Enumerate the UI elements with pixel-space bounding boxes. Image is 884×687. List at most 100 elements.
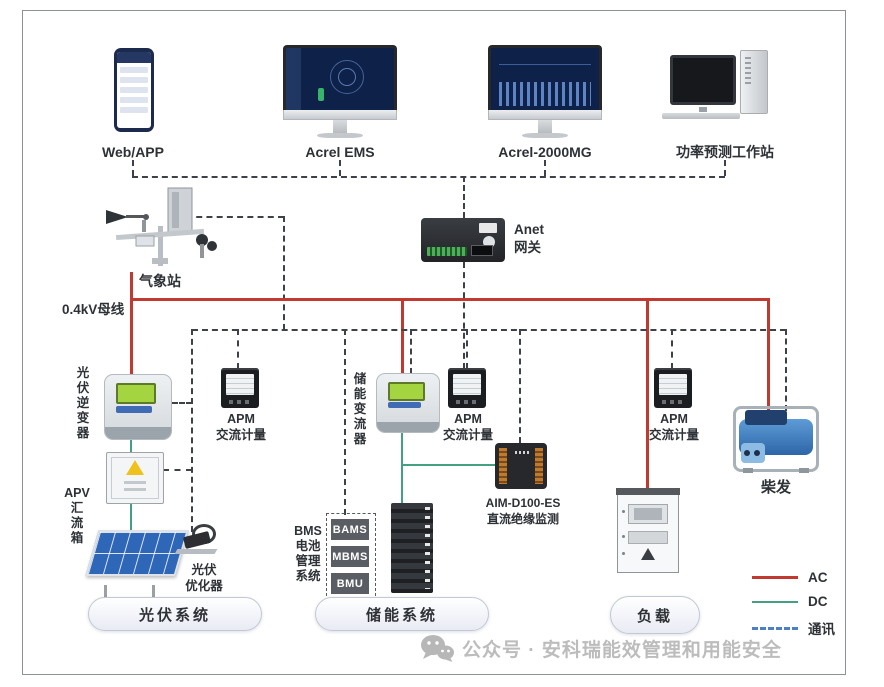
- pv-inverter-device: [104, 374, 172, 440]
- meter-display: [453, 374, 481, 395]
- acrel-ems-monitor: [283, 45, 397, 138]
- comm-drop-converter: [410, 329, 412, 374]
- cabinet-screw: [622, 510, 625, 513]
- screen-ring-deco: [330, 60, 364, 94]
- battery-rack-device: [391, 503, 433, 593]
- cabinet-screw: [622, 535, 625, 538]
- comm-drop-apm-ess: [466, 329, 468, 369]
- cabinet-screw: [622, 552, 625, 555]
- acrel-2000mg-monitor: [488, 45, 602, 138]
- dc-combiner-to-panels: [130, 500, 132, 534]
- comm-drop-gateway: [463, 176, 465, 218]
- phone-list-row: [120, 67, 148, 73]
- meter-buttons: [456, 400, 478, 404]
- monitor-screen: [488, 45, 602, 110]
- aim-led-dots: [515, 451, 529, 454]
- smartphone-device: [114, 48, 154, 132]
- comm-drop-apm-load: [671, 329, 673, 369]
- ac-busbar-stub: [130, 272, 133, 299]
- comm-weather-h: [186, 216, 284, 218]
- inverter-lcd: [116, 383, 156, 404]
- comm-weather-v: [283, 216, 285, 330]
- generator-frame: [733, 406, 819, 472]
- cabinet-panel: [628, 531, 668, 544]
- screen-sidebar-deco: [286, 48, 301, 110]
- ac-drop-pv-inverter: [130, 298, 133, 375]
- meter-display: [226, 374, 254, 395]
- legend-row-ac: AC: [752, 570, 828, 585]
- bms-unit-bams: BAMS: [331, 519, 369, 540]
- dc-branch-to-aim: [402, 464, 497, 466]
- ac-drop-ess-converter: [401, 298, 404, 375]
- ess-converter-device: [376, 373, 440, 433]
- label-ess-converter: 储 能 变 流 器: [353, 372, 367, 446]
- legend-row-dc: DC: [752, 594, 828, 609]
- weather-station-device: [98, 186, 226, 268]
- optimizer-plate: [174, 549, 218, 554]
- label-optimizer: 光伏 优化器: [185, 563, 223, 594]
- warning-triangle-icon: [126, 460, 144, 475]
- anet-gateway-device: [421, 218, 505, 262]
- solar-panel-face: [85, 530, 189, 576]
- generator-foot: [743, 468, 753, 473]
- comm-gateway-to-bus: [463, 262, 465, 369]
- gateway-sticker: [479, 223, 497, 233]
- comm-stub-webapp: [132, 160, 134, 176]
- label-acrel-2000mg: Acrel-2000MG: [498, 144, 592, 160]
- label-busbar: 0.4kV母线: [62, 302, 125, 317]
- apm-meter-ess: [448, 368, 486, 408]
- legend-ac-line-swatch: [752, 576, 798, 579]
- aim-terminal-strip: [535, 448, 543, 484]
- comm-drop-optimizer: [191, 329, 193, 532]
- label-aim: AIM-D100-ES 直流绝缘监测: [485, 496, 561, 526]
- workstation-stand: [699, 107, 707, 112]
- ess-system-pill: 储能系统: [315, 597, 489, 631]
- combiner-text-line: [123, 488, 147, 491]
- phone-app-header: [117, 52, 151, 63]
- phone-list-row: [120, 97, 148, 103]
- label-pv-inverter: 光 伏 逆 变 器: [76, 366, 90, 440]
- outer-frame-border: [22, 10, 846, 675]
- monitor-chin: [488, 110, 602, 120]
- legend-comm-label: 通讯: [808, 622, 835, 637]
- legend-dc-label: DC: [808, 594, 828, 609]
- phone-screen: [117, 52, 151, 128]
- cabinet-warning-icon: [641, 548, 655, 560]
- label-genset: 柴发: [760, 479, 791, 496]
- combiner-door: [111, 457, 159, 499]
- comm-drop-bms: [344, 329, 346, 515]
- aim-terminal-strip: [499, 448, 507, 484]
- gateway-ethernet-ports: [471, 245, 493, 256]
- monitor-base: [317, 133, 363, 138]
- comm-stub-ems: [339, 160, 341, 176]
- solar-panel-device: [82, 530, 189, 598]
- comm-drop-aim: [519, 329, 521, 443]
- combiner-text-line: [123, 481, 147, 484]
- meter-buttons: [229, 400, 251, 404]
- phone-list-row: [120, 77, 148, 83]
- comm-tap-inverter: [172, 402, 192, 404]
- solar-panel-leg: [152, 585, 155, 598]
- meter-display: [659, 374, 687, 395]
- generator-engine-block: [745, 410, 787, 425]
- legend-row-comm: 通讯: [752, 618, 835, 638]
- phone-list-row: [120, 87, 148, 93]
- comm-drop-genset: [785, 329, 787, 430]
- watermark: 公众号 · 安科瑞能效管理和用能安全: [420, 634, 782, 662]
- label-web-app: Web/APP: [102, 144, 164, 160]
- pv-system-pill: 光伏系统: [88, 597, 262, 631]
- monitor-stand: [333, 120, 347, 133]
- workstation-monitor: [670, 55, 736, 105]
- legend-dc-line-swatch: [752, 600, 798, 603]
- load-pill: 负载: [610, 596, 700, 634]
- meter-buttons: [662, 400, 684, 404]
- ac-drop-load: [646, 298, 649, 492]
- cabinet-top-bar: [616, 488, 680, 495]
- watermark-text: 公众号 · 安科瑞能效管理和用能安全: [462, 639, 782, 661]
- label-workstation: 功率预测工作站: [676, 144, 774, 160]
- apm-meter-pv: [221, 368, 259, 408]
- label-apm-load: APM 交流计量: [648, 412, 699, 443]
- converter-buttons: [387, 401, 421, 409]
- converter-base: [377, 421, 439, 432]
